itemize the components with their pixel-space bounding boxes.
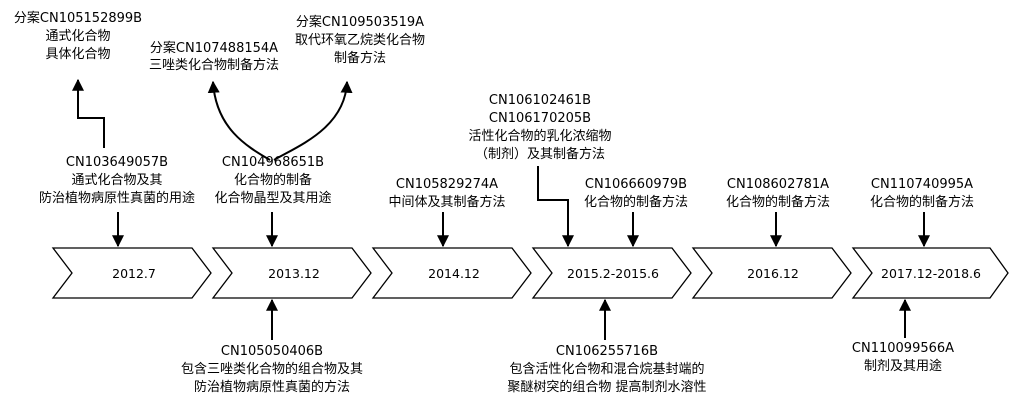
note-2013-number: CN104968651B (222, 155, 324, 170)
chevron-2017-2018 (851, 247, 1009, 299)
chevron-label-2014-12: 2014.12 (428, 266, 480, 281)
note-b2013-number: CN105050406B (221, 344, 323, 359)
chevron-label-2013-12: 2013.12 (268, 266, 320, 281)
connector-arrows (72, 78, 930, 340)
arrow-2012-divisional (72, 78, 105, 148)
arrow-2013-divisional-left (207, 80, 271, 161)
note-d1-number: 分案CN105152899B (14, 11, 142, 26)
chevron-2014-12 (371, 247, 532, 299)
note-d1-line2: 具体化合物 (45, 47, 110, 62)
note-b2015-line1: 包含活性化合物和混合烷基封端的 (509, 361, 704, 377)
note-b2017-line1: 制剂及其用途 (864, 358, 942, 374)
note-2015a-line1: 活性化合物的乳化浓缩物 (468, 128, 611, 144)
note-divisional-1: 分案CN105152899B 通式化合物 具体化合物 (14, 11, 142, 62)
note-b2013-line1: 包含三唑类化合物的组合物及其 (181, 361, 363, 377)
note-2012-line2: 防治植物病原性真菌的用途 (39, 190, 195, 206)
note-2016-number: CN108602781A (727, 177, 829, 192)
note-d2-line1: 三唑类化合物制备方法 (149, 57, 279, 73)
note-2015b-line1: 化合物的制备方法 (584, 194, 688, 210)
chevron-label-2012-7: 2012.7 (112, 266, 156, 281)
chevron-label-2016-12: 2016.12 (747, 266, 799, 281)
note-d2-number: 分案CN107488154A (150, 41, 278, 56)
note-2013-line2: 化合物晶型及其用途 (214, 190, 331, 206)
note-2017-line1: 化合物的制备方法 (870, 194, 974, 210)
note-2013: CN104968651B 化合物的制备 化合物晶型及其用途 (214, 155, 331, 206)
note-bottom-2017: CN110099566A 制剂及其用途 (852, 341, 954, 374)
note-2015a-number1: CN106102461B (489, 93, 591, 108)
arrow-2013-divisional-right (273, 80, 353, 161)
note-2015b-number: CN106660979B (585, 177, 687, 192)
note-2014: CN105829274A 中间体及其制备方法 (388, 177, 505, 210)
note-2013-line1: 化合物的制备 (234, 172, 312, 188)
note-b2013-line2: 防治植物病原性真菌的方法 (194, 379, 350, 395)
note-d3-line1: 取代环氧乙烷类化合物 (295, 33, 425, 48)
note-2015-preparation: CN106660979B 化合物的制备方法 (584, 177, 688, 210)
note-d3-line2: 制备方法 (334, 50, 386, 66)
note-2012: CN103649057B 通式化合物及其 防治植物病原性真菌的用途 (39, 155, 195, 206)
note-2015a-line2: （制剂）及其制备方法 (475, 146, 605, 162)
note-2014-number: CN105829274A (396, 177, 498, 192)
note-2016: CN108602781A 化合物的制备方法 (726, 177, 830, 210)
note-b2015-line2: 聚醚树突的组合物 提高制剂水溶性 (507, 379, 706, 395)
note-2015-formulation: CN106102461B CN106170205B 活性化合物的乳化浓缩物 （制… (468, 93, 611, 162)
note-b2017-number: CN110099566A (852, 341, 954, 356)
note-2015a-number2: CN106170205B (489, 111, 591, 126)
note-bottom-2013: CN105050406B 包含三唑类化合物的组合物及其 防治植物病原性真菌的方法 (181, 344, 363, 395)
note-bottom-2015: CN106255716B 包含活性化合物和混合烷基封端的 聚醚树突的组合物 提高… (507, 344, 706, 395)
note-d1-line1: 通式化合物 (45, 29, 110, 44)
chevron-2015 (531, 247, 692, 299)
note-2016-line1: 化合物的制备方法 (726, 194, 830, 210)
note-2017-number: CN110740995A (871, 177, 973, 192)
chevron-2016-12 (691, 247, 852, 299)
chevron-2013-12 (211, 247, 372, 299)
chevron-2012-7 (51, 247, 212, 299)
note-divisional-3: 分案CN109503519A 取代环氧乙烷类化合物 制备方法 (295, 15, 425, 66)
chevron-label-2017-2018: 2017.12-2018.6 (881, 266, 981, 281)
note-2017: CN110740995A 化合物的制备方法 (870, 177, 974, 210)
note-2014-line1: 中间体及其制备方法 (388, 194, 505, 210)
chevron-label-2015: 2015.2-2015.6 (567, 266, 659, 281)
note-divisional-2: 分案CN107488154A 三唑类化合物制备方法 (149, 41, 279, 73)
note-d3-number: 分案CN109503519A (296, 15, 424, 30)
timeline-chevrons: 2012.7 2013.12 2014.12 2015.2-2015.6 201… (51, 247, 1009, 299)
note-b2015-number: CN106255716B (556, 344, 658, 359)
arrow-2015-formulation-down (537, 166, 574, 248)
note-2012-number: CN103649057B (66, 155, 168, 170)
note-2012-line1: 通式化合物及其 (71, 173, 162, 188)
